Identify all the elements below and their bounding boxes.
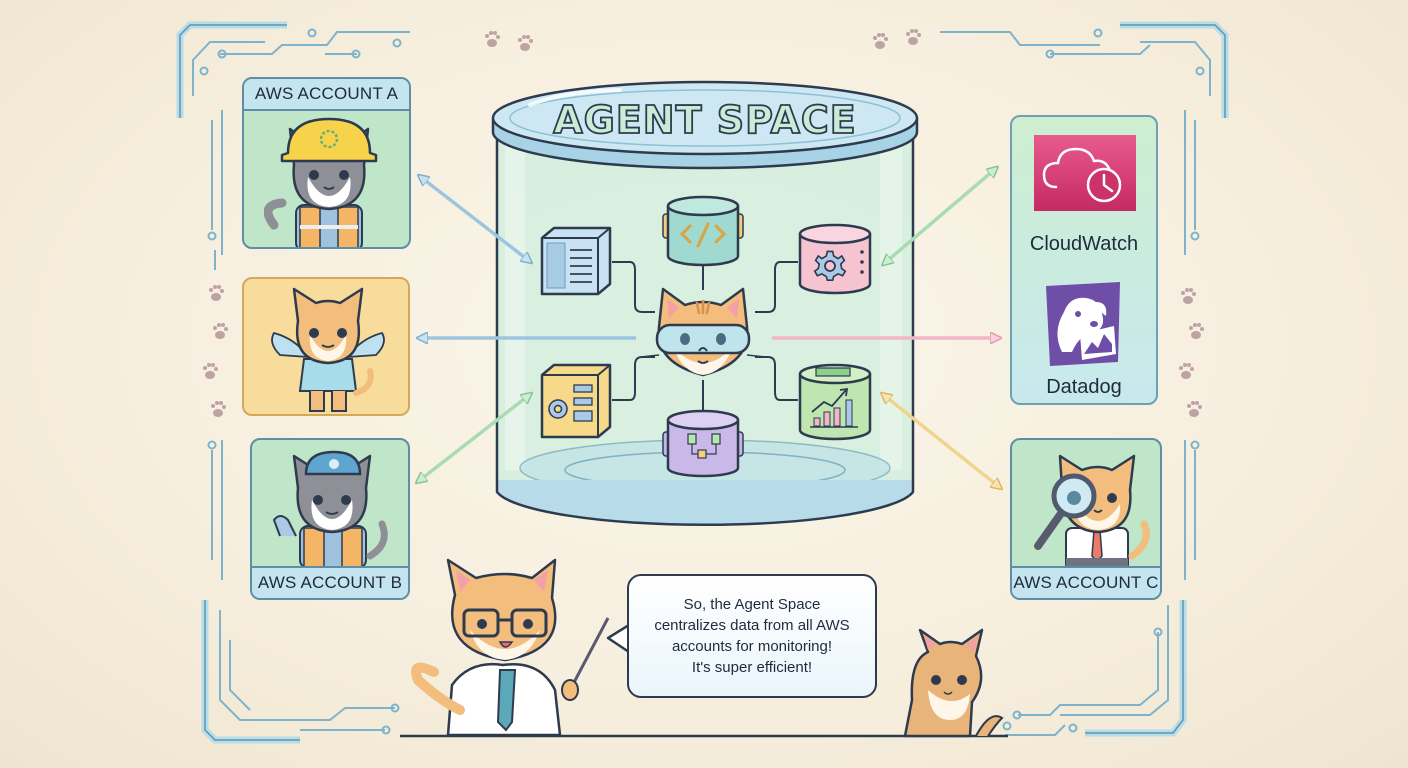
module-connectors bbox=[612, 261, 798, 410]
aws-account-b-panel: AWS ACCOUNT B bbox=[250, 438, 410, 600]
arrow-account-a bbox=[422, 178, 528, 260]
chart-icon bbox=[798, 363, 872, 441]
aws-account-c-panel: AWS ACCOUNT C bbox=[1010, 438, 1162, 600]
dog-icon bbox=[1046, 282, 1120, 366]
aws-account-a-panel: AWS ACCOUNT A bbox=[242, 77, 411, 249]
cloudwatch-tool[interactable]: CloudWatch bbox=[1012, 129, 1156, 259]
speech-line-4: It's super efficient! bbox=[691, 659, 813, 676]
angel-cat-panel bbox=[242, 277, 410, 416]
goggle-cat-icon bbox=[640, 287, 766, 377]
professor-cat-illustration bbox=[411, 558, 610, 737]
speech-bubble: So, the Agent Space centralizes data fro… bbox=[627, 574, 877, 698]
cloudwatch-label: CloudWatch bbox=[1029, 233, 1139, 255]
speech-line-3: accounts for monitoring! bbox=[671, 638, 833, 655]
circuit-top-right bbox=[940, 21, 1229, 118]
arrow-account-c bbox=[885, 396, 998, 486]
datadog-tool[interactable]: Datadog bbox=[1012, 272, 1156, 402]
circuit-top-left bbox=[176, 21, 410, 118]
circuit-right bbox=[1184, 110, 1200, 580]
worker-cat-illustration bbox=[272, 450, 388, 568]
gear-server-icon bbox=[540, 363, 612, 439]
monitoring-tools-panel: CloudWatch Datadog bbox=[1010, 115, 1158, 405]
construction-cat-illustration bbox=[264, 117, 378, 247]
circuit-bottom-right bbox=[1002, 600, 1187, 737]
data-flow-arrows bbox=[420, 170, 998, 486]
workflow-icon bbox=[662, 409, 744, 478]
speech-line-2: centralizes data from all AWS bbox=[654, 617, 850, 634]
aws-account-a-label: AWS ACCOUNT A bbox=[244, 79, 409, 111]
agent-space-title: AGENT SPACE bbox=[552, 97, 857, 143]
code-icon bbox=[662, 195, 744, 267]
paw-prints bbox=[203, 29, 1204, 417]
arrow-account-b bbox=[420, 396, 528, 480]
circuit-left bbox=[207, 110, 223, 580]
datadog-label: Datadog bbox=[1046, 376, 1122, 398]
speech-line-1: So, the Agent Space bbox=[683, 596, 821, 613]
server-document-icon bbox=[540, 226, 612, 296]
aws-account-b-label: AWS ACCOUNT B bbox=[252, 566, 408, 598]
angel-cat-illustration bbox=[271, 287, 385, 412]
circuit-bottom-left bbox=[201, 600, 400, 744]
gear-cylinder-icon bbox=[798, 223, 872, 295]
detective-cat-illustration bbox=[1034, 454, 1150, 570]
kitten-illustration bbox=[903, 628, 1004, 738]
aws-account-c-label: AWS ACCOUNT C bbox=[1012, 566, 1160, 598]
speech-bubble-tail bbox=[606, 623, 630, 654]
arrow-cloudwatch bbox=[886, 170, 994, 262]
cloud-clock-icon bbox=[1034, 135, 1136, 211]
